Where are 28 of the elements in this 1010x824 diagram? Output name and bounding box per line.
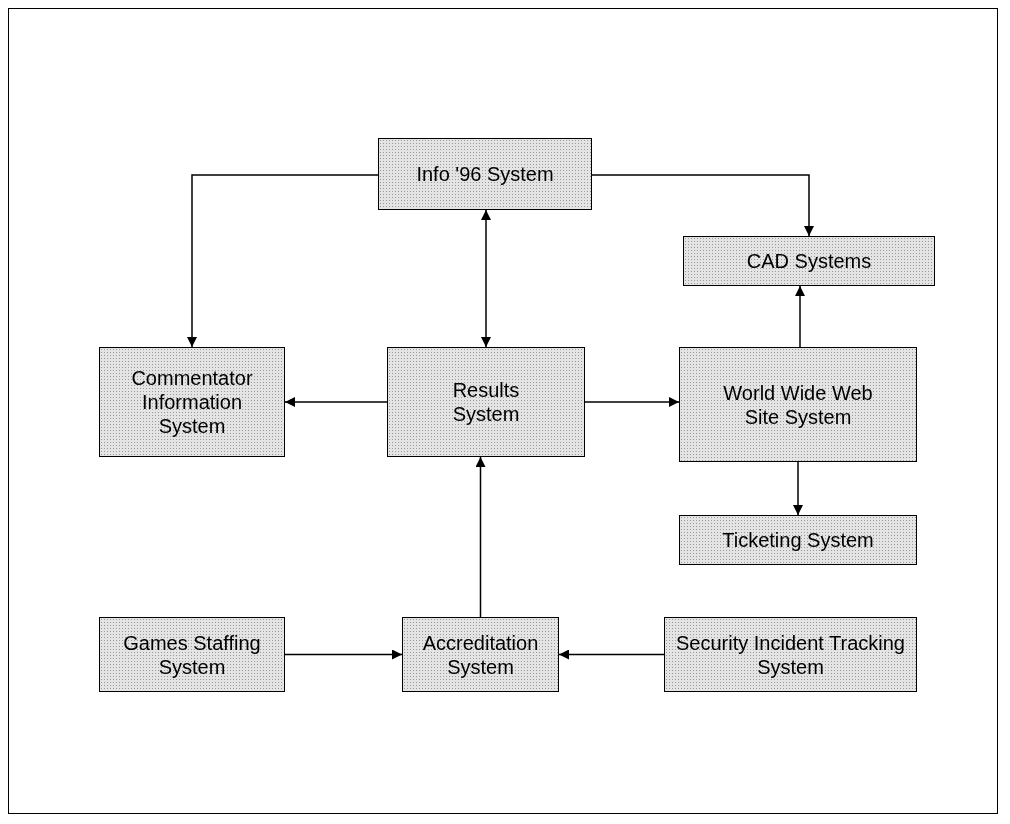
arrow <box>481 209 491 348</box>
system-box <box>664 617 917 692</box>
arrow <box>284 397 388 407</box>
system-label: CAD Systems <box>746 249 872 273</box>
system-label: Games Staffing System <box>122 630 262 679</box>
arrow <box>284 649 403 660</box>
system-box <box>99 347 285 457</box>
system-box <box>99 617 285 692</box>
arrow <box>558 649 665 660</box>
system-label: Info '96 System <box>416 162 554 186</box>
system-box <box>387 347 585 457</box>
arrow <box>475 456 486 618</box>
system-label: Accreditation System <box>421 630 540 679</box>
arrow <box>584 397 680 407</box>
system-label: Commentator Information System <box>130 366 254 438</box>
arrow <box>187 174 379 348</box>
system-box <box>683 236 935 286</box>
system-box <box>378 138 592 210</box>
arrow <box>793 461 803 516</box>
system-box <box>679 515 917 565</box>
system-label: World Wide Web Site System <box>722 380 874 429</box>
system-box <box>402 617 559 692</box>
arrow <box>795 285 805 348</box>
system-label: Ticketing System <box>722 528 874 552</box>
system-label: Results System <box>451 378 521 426</box>
arrow <box>591 174 814 237</box>
system-box <box>679 347 917 462</box>
system-label: Security Incident Tracking System <box>675 630 906 679</box>
